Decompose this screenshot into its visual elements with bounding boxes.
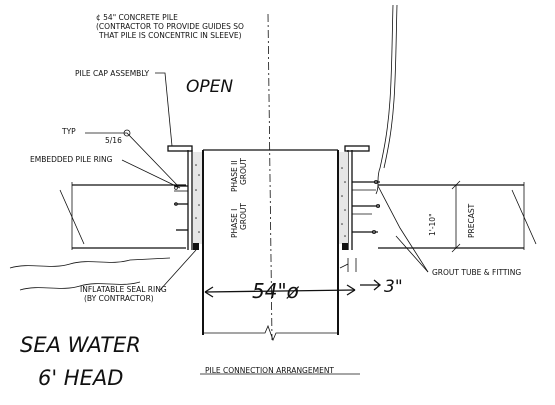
seal-ring-left: [193, 243, 199, 250]
pile-cap-leader: [155, 72, 173, 147]
sleeve-wall-left: [187, 150, 193, 250]
phase1-label: PHASE I: [230, 209, 239, 238]
embedded-ring-anchors-left: [174, 185, 188, 231]
grout-tube-pipe-outer: [383, 4, 398, 169]
weld-leader: [85, 132, 179, 187]
head-note: 6' HEAD: [38, 366, 123, 390]
concrete-pile: [202, 149, 339, 342]
water-line-2: [19, 281, 141, 291]
sea-water-note: SEA WATER: [20, 333, 141, 357]
pile-cap-plate-left: [167, 145, 193, 152]
pile-cap-label: PILE CAP ASSEMBLY: [75, 69, 149, 78]
pile-note-line2: (CONTRACTOR TO PROVIDE GUIDES SO: [96, 22, 244, 31]
gap-note: 3": [384, 277, 403, 297]
grout-tube-leader-2: [395, 235, 429, 273]
phase2-grout-label: GROUT: [239, 158, 248, 185]
grout-fill-right: [339, 152, 348, 244]
seal-ring-label-line1: INFLATABLE SEAL RING: [80, 285, 167, 294]
pile-centerline: [267, 13, 273, 341]
dimension-label: 1'-10": [428, 213, 437, 236]
diameter-dimension: [204, 284, 356, 298]
pile-cap-plate-right: [344, 145, 370, 152]
grout-tube-label: GROUT TUBE & FITTING: [432, 268, 521, 277]
phase2-label: PHASE II: [230, 160, 239, 192]
weld-all-around-icon: [123, 129, 131, 137]
seal-ring-leader: [159, 249, 197, 291]
precast-label: PRECAST: [467, 203, 476, 238]
pile-note-line3: THAT PILE IS CONCENTRIC IN SLEEVE): [98, 31, 242, 40]
sleeve-wall-right: [347, 150, 353, 250]
diameter-note: 54"ø: [252, 279, 300, 303]
seal-ring-label-line2: (BY CONTRACTOR): [84, 294, 154, 303]
grout-tube-leader-1: [377, 185, 429, 273]
grout-tube-pipe: [375, 4, 394, 195]
precast-slab-left: [59, 182, 186, 250]
precast-slab-right: [378, 182, 537, 250]
embedded-ring-leader: [121, 159, 181, 189]
slab-thickness-dimension: [448, 180, 464, 253]
gap-dimension: [339, 258, 382, 291]
weld-size-label: 5/16: [105, 136, 122, 145]
water-line: [9, 257, 171, 269]
phase1-grout-label: GROUT: [239, 203, 248, 230]
embedded-ring-label: EMBEDDED PILE RING: [30, 155, 113, 164]
grout-fill-left: [193, 152, 202, 244]
pile-note-line1: ¢ 54" CONCRETE PILE: [96, 13, 178, 22]
embedded-ring-anchors-right: [352, 179, 380, 234]
open-note: OPEN: [186, 77, 233, 97]
drawing-title: PILE CONNECTION ARRANGEMENT: [205, 366, 334, 375]
seal-ring-right: [342, 243, 348, 250]
typ-label: TYP: [61, 127, 76, 136]
